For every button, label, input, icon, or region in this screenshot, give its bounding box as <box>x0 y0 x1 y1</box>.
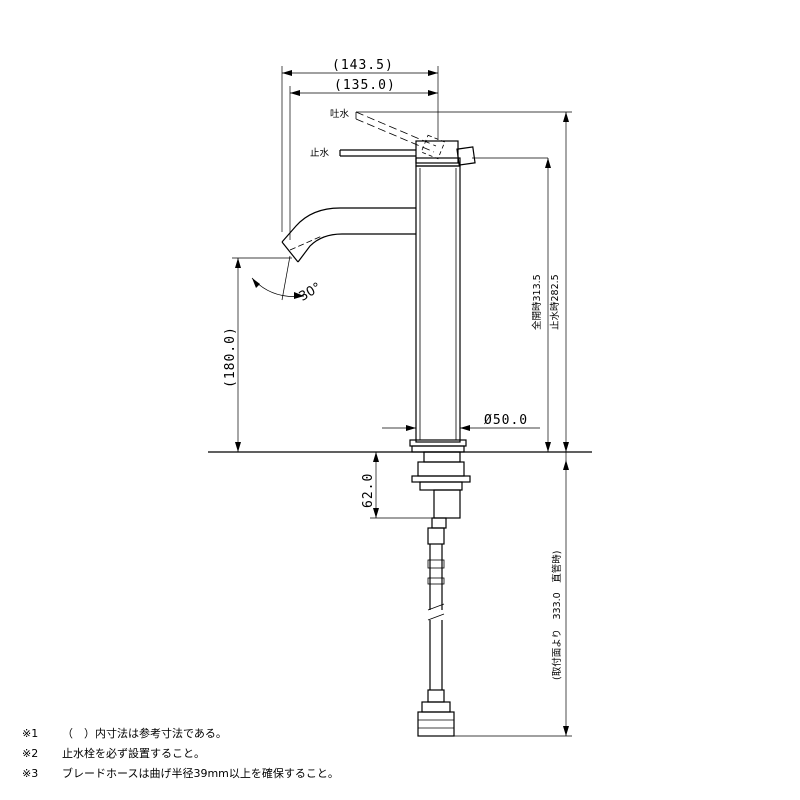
dim-stop-width-text: (135.0) <box>334 78 396 93</box>
dim-under-height: 62.0 <box>361 452 436 519</box>
dim-under-height-text: 62.0 <box>361 473 376 508</box>
braided-hose <box>417 517 455 737</box>
dim-diameter: Ø50.0 <box>382 413 540 431</box>
note-1: ※1 （ ）内寸法は参考寸法である。 <box>22 724 339 744</box>
dim-stop-width: (135.0) <box>289 78 438 240</box>
dim-overall-height: 全開時313.5 止水時282.5 <box>356 111 572 452</box>
angle-indicator: 30° <box>251 255 324 305</box>
dim-spout-height-text: (180.0) <box>223 326 238 388</box>
spout <box>281 207 416 263</box>
label-stop: 止水 <box>310 147 330 159</box>
dim-overall-width-text: (143.5) <box>332 58 394 73</box>
angle-text: 30° <box>297 280 324 305</box>
notes-block: ※1 （ ）内寸法は参考寸法である。 ※2 止水栓を必ず設置すること。 ※3 ブレード… <box>22 724 339 784</box>
note-1-text: （ ）内寸法は参考寸法である。 <box>62 727 227 740</box>
dim-spout-height: (180.0) <box>223 257 292 452</box>
dim-hose-length-text: (取付面より 333.0 直管時) <box>551 551 563 680</box>
mounting-nut <box>411 451 471 519</box>
dim-hose-length: (取付面より 333.0 直管時) <box>454 452 572 737</box>
dim-overall-width: (143.5) <box>281 58 439 232</box>
faucet-body <box>409 157 467 453</box>
note-2-number: ※2 <box>22 747 39 760</box>
note-2-text: 止水栓を必ず設置すること。 <box>62 747 205 760</box>
note-3-number: ※3 <box>22 767 39 780</box>
note-3: ※3 ブレードホースは曲げ半径39mm以上を確保すること。 <box>22 764 339 784</box>
note-3-text: ブレードホースは曲げ半径39mm以上を確保すること。 <box>62 767 339 780</box>
dim-full-open-text: 全開時313.5 <box>531 274 543 330</box>
dim-diameter-text: Ø50.0 <box>484 413 528 428</box>
note-2: ※2 止水栓を必ず設置すること。 <box>22 744 339 764</box>
lever-handle <box>339 111 476 166</box>
dim-stop-height-text: 止水時282.5 <box>549 274 561 330</box>
note-1-number: ※1 <box>22 727 39 740</box>
label-discharge: 吐水 <box>330 108 350 120</box>
